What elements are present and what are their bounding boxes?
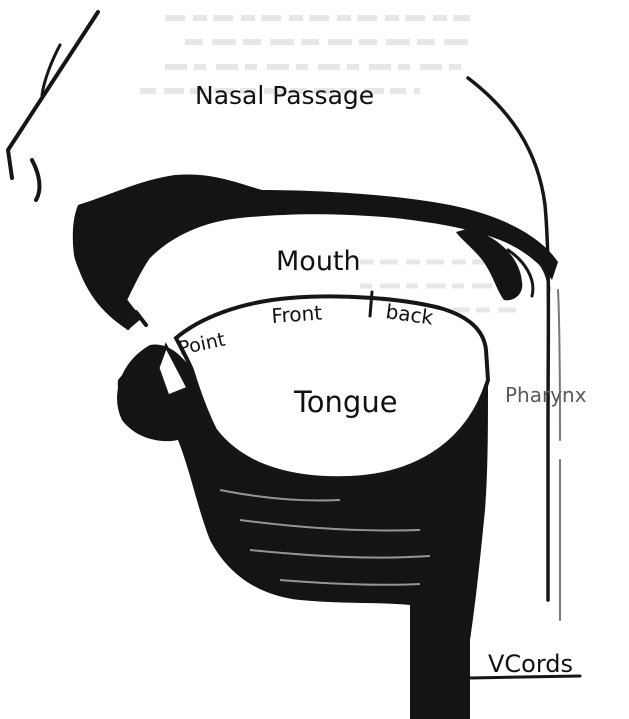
pharynx-label: Pharynx	[505, 383, 587, 407]
nasal-passage-label: Nasal Passage	[195, 81, 374, 110]
nostril-mark	[32, 160, 39, 200]
mouth-label: Mouth	[276, 246, 361, 277]
tongue-divider-front-back	[370, 292, 372, 316]
vocal-cords-label: VCords	[488, 650, 573, 678]
pharynx-outer-line	[558, 290, 560, 620]
nose-outline	[8, 12, 98, 178]
tongue-label: Tongue	[293, 385, 398, 419]
front-label: Front	[271, 301, 323, 328]
